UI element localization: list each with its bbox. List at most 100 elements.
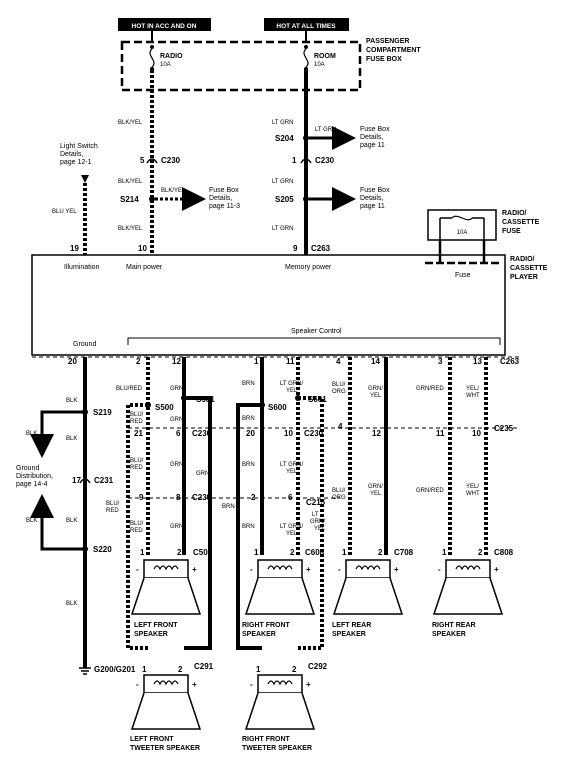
player-speaker-control: Speaker Control [291, 328, 342, 335]
radio-fuse-amp: 10A [160, 62, 171, 68]
pin-label: 1 [142, 665, 147, 674]
connector-label: C230 [304, 429, 324, 438]
pin-label: 1 [140, 548, 145, 557]
connector-label: C263 [311, 244, 331, 253]
light-switch-arrow [81, 175, 89, 183]
wire-label: BRN [222, 504, 235, 510]
ground-label: G200/G201 [94, 665, 136, 674]
pin-label: 6 [176, 429, 181, 438]
pin-label: 2 [478, 548, 483, 557]
pin-label: 1 [342, 548, 347, 557]
light-switch-ref: Details, [60, 151, 83, 158]
lr-speaker-label: SPEAKER [332, 631, 366, 638]
pin-label: 14 [371, 357, 380, 366]
player-title: CASSETTE [510, 265, 548, 272]
wire-label: BLU/RED [116, 386, 143, 392]
pin-label: 12 [372, 429, 381, 438]
pin-label: 9 [293, 244, 298, 253]
wire-label: LT GRN [272, 120, 293, 126]
wire-label: BLU YEL [52, 209, 77, 215]
pin-label: 4 [338, 422, 343, 431]
wire-label: RED [130, 528, 143, 534]
splice-dot [303, 135, 309, 141]
lf-tweeter-label: TWEETER SPEAKER [130, 745, 200, 752]
pin-label: 1 [254, 357, 259, 366]
wire-label: BLU/ [106, 501, 120, 507]
minus-sign: - [136, 680, 139, 689]
connector-label: C808 [494, 548, 514, 557]
lr-speaker-icon: -+ [332, 559, 404, 615]
ground-branch-bottom [30, 494, 85, 551]
room-fuse-label: ROOM [314, 53, 336, 60]
cassette-fuse-title: CASSETTE [502, 219, 540, 226]
light-switch-ref: page 12-1 [60, 159, 92, 166]
pin-label: 17 [72, 476, 81, 485]
ref-text: Details, [360, 195, 383, 202]
wire-label: RED [106, 508, 119, 514]
player-memory-power: Memory power [285, 264, 332, 271]
lr-speaker-label: LEFT REAR [332, 622, 371, 629]
wire-label: BLK [66, 601, 77, 607]
rf-tweeter-neg-wire [236, 403, 262, 650]
wire-label: LT GRN [272, 179, 293, 185]
wire-label: YEL [370, 491, 382, 497]
wire-label: GRN/ [368, 386, 383, 392]
player-title: RADIO/ [510, 256, 535, 263]
wire-label: GRN [196, 471, 209, 477]
connector-label: C291 [194, 662, 214, 671]
ref-text: page 11-3 [209, 203, 240, 210]
radio-cassette-fuse-box [427, 209, 497, 241]
fusebox-title-1: PASSENGER [366, 38, 409, 45]
hot-all-text: HOT AT ALL TIMES [276, 23, 336, 30]
connector-label: C708 [394, 548, 414, 557]
wire-label: GRN [170, 524, 183, 530]
splice-label: S601 [308, 395, 327, 404]
minus-sign: - [438, 565, 441, 574]
pin-label: 2 [378, 548, 383, 557]
pin-label: 2 [251, 493, 256, 502]
wire-label: BLU/ [130, 458, 144, 464]
fusebox-title-2: COMPARTMENT [366, 47, 421, 54]
pin-label: 4 [336, 357, 341, 366]
wire-label: RED [130, 419, 143, 425]
rf-tweeter-label: TWEETER SPEAKER [242, 745, 312, 752]
pin-label: 2 [290, 548, 295, 557]
wire-label: LT GRN/ [280, 462, 303, 468]
plus-sign: + [192, 680, 197, 689]
ref-text: Details, [209, 195, 232, 202]
lf-tweeter-neg-wire [126, 403, 148, 650]
wire-label: YEL [286, 469, 298, 475]
hot-acc-text: HOT IN ACC AND ON [132, 23, 197, 30]
passenger-fuse-box [120, 40, 362, 92]
cassette-fuse-symbol [451, 215, 473, 221]
wire-label: ORG [332, 389, 346, 395]
connector-label: C215 [306, 498, 326, 507]
wire-label: YEL [286, 388, 298, 394]
connector-label: C231 [94, 476, 114, 485]
wire-label: BLU/ [130, 521, 144, 527]
wire-label: BLK [26, 518, 37, 524]
connector-label: C608 [305, 548, 325, 557]
connector-label: C292 [308, 662, 328, 671]
connector-label: C230 [192, 429, 212, 438]
wire-label: LT GRN [272, 226, 293, 232]
lf-speaker-icon: -+ [130, 559, 202, 615]
rf-speaker-icon: -+ [244, 559, 316, 615]
wire-label: LT GRN [315, 127, 336, 133]
hot-acc-tag [118, 18, 211, 31]
wire-label: GRN/RED [416, 386, 444, 392]
pin-label: 20 [68, 357, 77, 366]
splice-label: S205 [275, 195, 294, 204]
rf-tweeter-icon: -+ [244, 674, 316, 730]
wire-label: BRN [242, 462, 255, 468]
wire-label: GRN/ [310, 519, 325, 525]
pin-label: 1 [292, 156, 297, 165]
minus-sign: - [136, 565, 139, 574]
pin-label: 9 [139, 493, 144, 502]
room-fuse-symbol [303, 48, 309, 68]
pin-label: 19 [70, 244, 79, 253]
pin-label: 10 [284, 429, 293, 438]
wire-label: BLK/YEL [161, 188, 186, 194]
pin-label: 13 [473, 357, 482, 366]
wire-label: BLK [66, 398, 77, 404]
